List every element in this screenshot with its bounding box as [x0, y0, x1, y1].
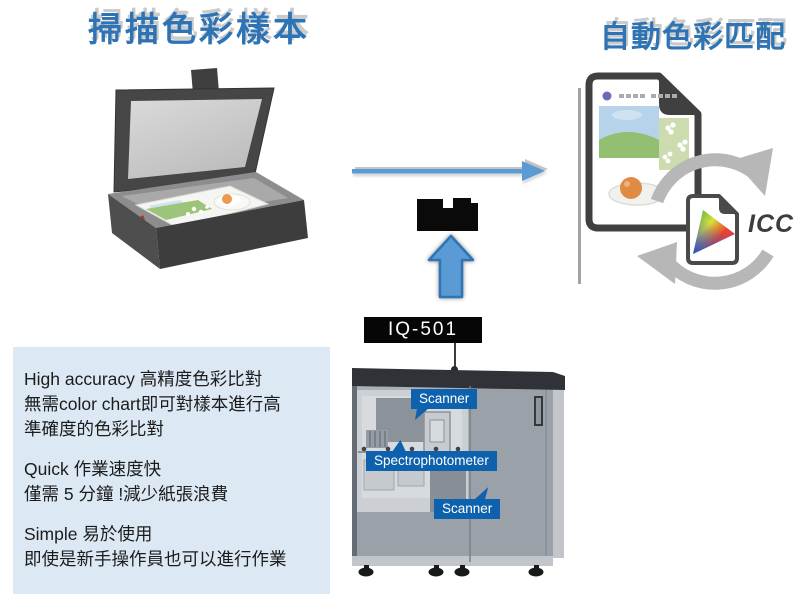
title-scan-color-sample: 掃描色彩樣本 [88, 11, 310, 49]
sync-arrows-icon [637, 148, 774, 290]
scanner-base-front-right [156, 200, 308, 269]
printed-document [585, 72, 702, 232]
label-scanner-bottom: Scanner [434, 499, 501, 519]
flow-arrow-right-icon [352, 161, 545, 181]
machine-top-band [352, 368, 565, 390]
iq501-machine-illustration [352, 368, 565, 577]
iq501-connector-dot [451, 366, 458, 373]
feature-high-accuracy: High accuracy 高精度色彩比對 無需color chart即可對樣本… [24, 369, 281, 439]
back-page-edge [578, 88, 581, 284]
output-document-icon [578, 72, 774, 290]
icc-profile-icon [686, 194, 739, 265]
machine-feet [358, 565, 544, 577]
flatbed-scanner-illustration [108, 68, 308, 269]
feature-simple: Simple 易於使用 即使是新手操作員也可以進行作業 [24, 524, 287, 569]
flow-arrow-up-icon [427, 234, 475, 299]
scanner-sample-document [134, 185, 270, 228]
iq501-label: IQ-501 [364, 317, 482, 343]
label-scanner-top: Scanner [411, 389, 478, 409]
title-auto-color-matching: 自動色彩匹配 [600, 21, 786, 54]
scanner-lid-inner [128, 99, 262, 179]
scanner-base-front-left [108, 194, 160, 269]
redacted-text-blob [417, 198, 478, 232]
feature-quick: Quick 作業速度快 僅需 5 分鐘 !減少紙張浪費 [24, 459, 229, 504]
iq501-connector-line [454, 343, 456, 368]
feature-info-box: High accuracy 高精度色彩比對 無需color chart即可對樣本… [13, 347, 330, 594]
scanner-lid-tab [191, 68, 219, 94]
label-spectrophotometer: Spectrophotometer [366, 451, 497, 471]
icc-label: ICC [748, 210, 795, 238]
